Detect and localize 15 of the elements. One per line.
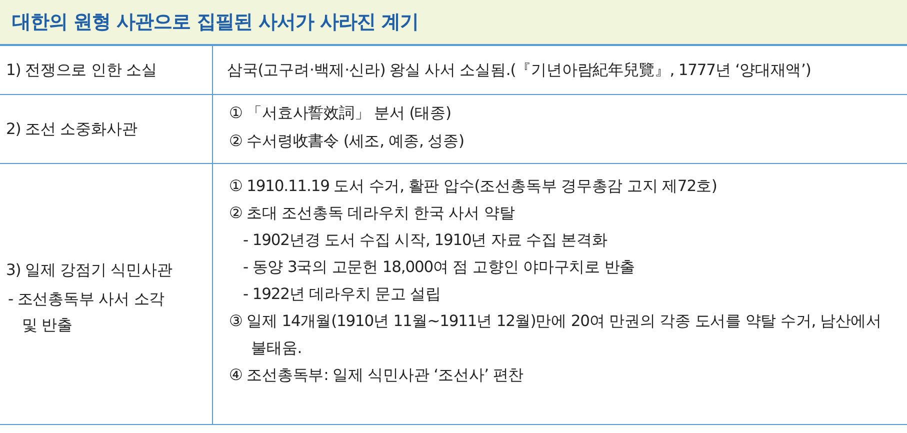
cell-text: ① 1910.11.19 도서 수거, 활판 압수(조선총독부 경무총감 고지 제72호) [229, 176, 717, 196]
row-heading: 2) 조선 소중화사관 [6, 119, 138, 139]
row-heading: - 조선총독부 사서 소각 및 반출 [8, 289, 166, 336]
cell-text: 삼국(고구려·백제·신라) 왕실 사서 소실됨.(『기년아람紀年兒覽』, 1777년 ‘양대재액’) [227, 60, 811, 80]
cell-text: ③ 일제 14개월(1910년 11월~1911년 12월)만에 20여 만권의 각종 도서를 약탈 수거, 남산에서 불태움. [229, 311, 882, 359]
cell-text: ② 초대 조선총독 데라우치 한국 사서 약탈 [229, 203, 515, 223]
table-title: 대한의 원형 사관으로 집필된 사서가 사라진 계기 [0, 0, 907, 46]
row-heading: 3) 일제 강점기 식민사관 [6, 260, 172, 280]
cell-text: - 1902년경 도서 수집 시작, 1910년 자료 수집 본격화 [243, 230, 608, 250]
cell-text: - 동양 3국의 고문헌 18,000여 점 고향인 야마구치로 반출 [243, 257, 636, 277]
cell-text: - 1922년 데라우치 문고 설립 [243, 284, 441, 304]
cell-text: ① 「서효사誓效詞」 분서 (태종) [229, 103, 451, 123]
cell-text: ② 수서령收書令 (세조, 예종, 성종) [229, 131, 464, 151]
cell-text: ④ 조선총독부: 일제 식민사관 ‘조선사’ 편찬 [229, 365, 524, 385]
row-heading: 1) 전쟁으로 인한 소실 [6, 60, 157, 80]
